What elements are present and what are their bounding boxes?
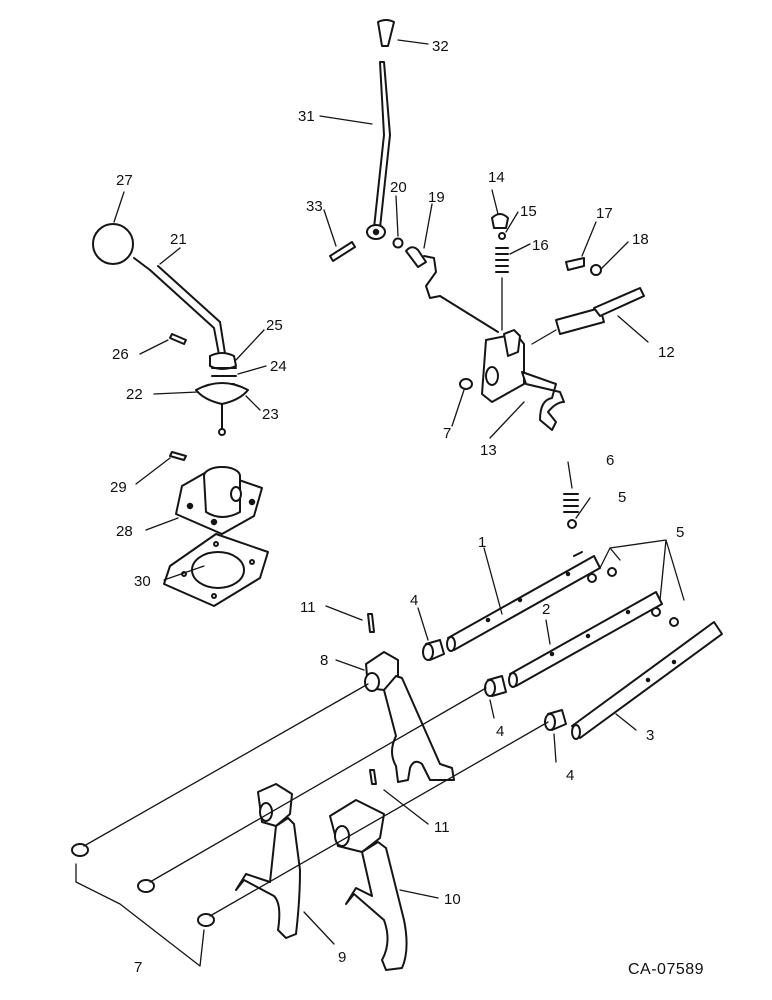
callout-10: 10 — [444, 891, 461, 908]
callout-6: 6 — [606, 452, 614, 469]
callout-13: 13 — [480, 442, 497, 459]
callout-27: 27 — [116, 172, 133, 189]
callout-22: 22 — [126, 386, 143, 403]
callout-1: 1 — [478, 534, 486, 551]
callout-25: 25 — [266, 317, 283, 334]
rail-bushings — [422, 639, 567, 731]
callout-11-upper: 11 — [300, 599, 316, 616]
callout-12: 12 — [658, 344, 675, 361]
shift-lever-assembly-upper — [329, 19, 499, 333]
callout-32: 32 — [432, 38, 449, 55]
callout-9: 9 — [338, 949, 346, 966]
callout-30: 30 — [134, 573, 151, 590]
callout-15: 15 — [520, 203, 537, 220]
callout-24: 24 — [270, 358, 287, 375]
callout-11-lower: 11 — [434, 819, 450, 836]
shift-rails — [446, 493, 723, 740]
callout-23: 23 — [262, 406, 279, 423]
callout-8: 8 — [320, 652, 328, 669]
callout-2: 2 — [542, 601, 550, 618]
callout-5-upper: 5 — [618, 489, 626, 506]
callouts: 32 31 20 19 33 14 15 16 17 18 12 13 7 27… — [110, 38, 704, 978]
callout-14: 14 — [488, 169, 505, 186]
callout-28: 28 — [116, 523, 133, 540]
callout-21: 21 — [170, 231, 187, 248]
callout-7-lower: 7 — [134, 959, 142, 976]
callout-31: 31 — [298, 108, 315, 125]
callout-3: 3 — [646, 727, 654, 744]
shift-lever-assembly-left — [92, 223, 249, 436]
callout-4-top: 4 — [410, 592, 418, 609]
shift-fork-10 — [329, 769, 408, 971]
callout-5-right: 5 — [676, 524, 684, 541]
callout-19: 19 — [428, 189, 445, 206]
callout-4-middle: 4 — [496, 723, 504, 740]
callout-29: 29 — [110, 479, 127, 496]
expansion-plugs — [71, 843, 215, 927]
callout-20: 20 — [390, 179, 407, 196]
shift-fork-8 — [364, 613, 455, 783]
lever-housing-assembly — [163, 451, 269, 607]
callout-4-bottom: 4 — [566, 767, 574, 784]
callout-33: 33 — [306, 198, 323, 215]
callout-26: 26 — [112, 346, 129, 363]
callout-16: 16 — [532, 237, 549, 254]
shifter-bracket-assembly — [459, 213, 645, 431]
figure-code: CA-07589 — [628, 961, 704, 978]
leader-lines — [113, 39, 685, 945]
alignment-lines — [75, 683, 549, 967]
callout-17: 17 — [596, 205, 613, 222]
callout-7-upper: 7 — [443, 425, 451, 442]
shift-fork-9 — [235, 783, 301, 939]
callout-18: 18 — [632, 231, 649, 248]
